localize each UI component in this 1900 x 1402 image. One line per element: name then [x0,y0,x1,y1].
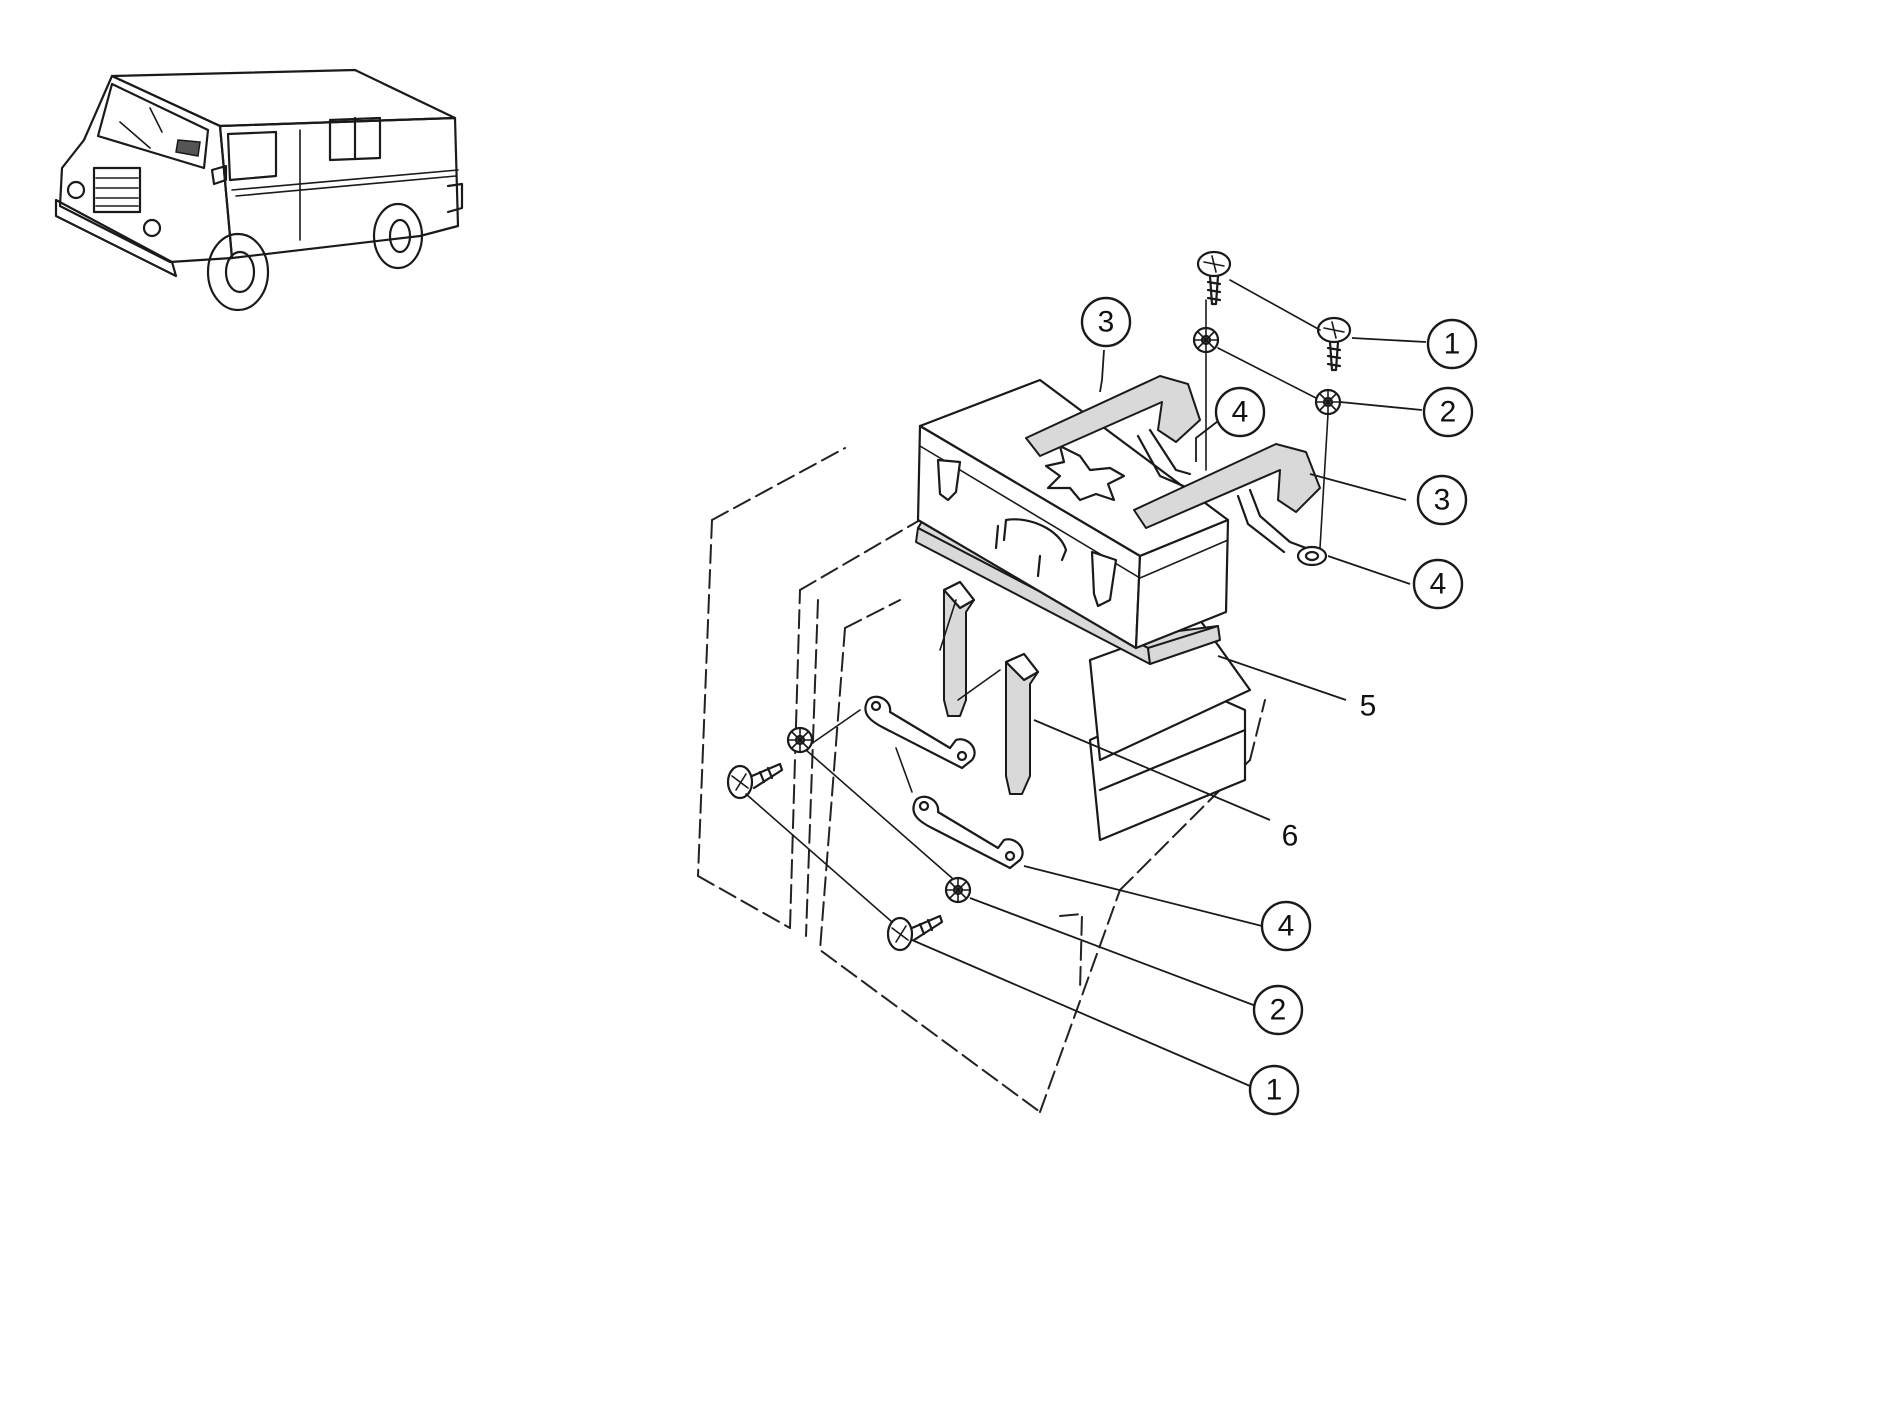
screw-icon-bottom-left [726,762,784,800]
label-6: 6 [1282,820,1299,853]
assembly-axis-lines [745,279,1329,923]
svg-text:6: 6 [1282,820,1299,853]
vehicle-thumbnail-icon [54,68,464,312]
lock-washer-icon-bottom-left [786,726,814,754]
callout-2-top: 2 [1422,386,1474,438]
svg-text:4: 4 [1232,396,1249,429]
callout-3-right: 3 [1416,474,1468,526]
callout-4-top: 4 [1214,386,1266,438]
svg-text:4: 4 [1278,910,1295,943]
screw-icon-bottom-right [886,914,944,952]
callout-1-top: 1 [1426,318,1478,370]
screw-icon-top-left [1196,250,1232,306]
lock-washer-icon-top-left [1192,326,1220,354]
callout-4-right: 4 [1412,558,1464,610]
lock-washer-icon-bottom-right [944,876,972,904]
callout-1-bottom: 1 [1248,1064,1300,1116]
battery-clamp-icon-hooks [864,695,1024,870]
callout-4-bottom: 4 [1260,900,1312,952]
body-panel-outline [697,447,1266,1113]
leader-lines [911,337,1427,1087]
svg-text:4: 4 [1430,568,1447,601]
callout-3-top-left: 3 [1080,296,1132,348]
svg-text:5: 5 [1360,690,1377,723]
screw-icon-top-right [1316,316,1352,372]
svg-text:1: 1 [1266,1074,1283,1107]
svg-text:1: 1 [1444,328,1461,361]
battery-clamp-icon-lower [1133,443,1328,567]
svg-text:3: 3 [1434,484,1451,517]
label-5: 5 [1360,690,1377,723]
svg-text:2: 2 [1440,396,1457,429]
lock-washer-icon-top-right [1314,388,1342,416]
battery-clamp-icon-upper [1025,375,1202,490]
svg-text:2: 2 [1270,994,1287,1027]
svg-text:3: 3 [1098,306,1115,339]
callout-2-bottom: 2 [1252,984,1304,1036]
